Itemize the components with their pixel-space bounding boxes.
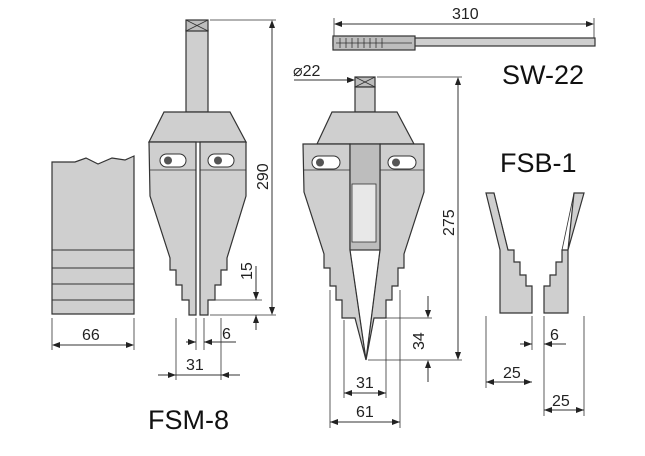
dimension-290-label: 290 — [255, 163, 272, 190]
dimension-31-sw: 31 — [343, 320, 387, 398]
sw-22-title: SW-22 — [502, 60, 584, 90]
dimension-15-label: 15 — [239, 262, 256, 280]
dimension-34: 34 — [386, 296, 432, 382]
dimension-25-left-label: 25 — [503, 365, 521, 382]
fsm-8-tool — [148, 19, 247, 316]
dimension-66: 66 — [51, 318, 135, 350]
dimension-dia22-label: ⌀22 — [293, 63, 321, 80]
dimension-6-fsm-label: 6 — [222, 326, 231, 343]
dimension-61: 61 — [329, 290, 401, 428]
dimension-275-label: 275 — [441, 209, 458, 236]
fsm-8-title: FSM-8 — [148, 405, 229, 435]
dimension-61-label: 61 — [356, 404, 374, 421]
dimension-34-label: 34 — [411, 332, 428, 350]
dimension-31-fsm-label: 31 — [186, 357, 204, 374]
dimension-15: 15 — [208, 262, 262, 330]
dimension-6-fsb-label: 6 — [550, 327, 559, 344]
dimension-31-sw-label: 31 — [356, 375, 374, 392]
dimension-6-fsb: 6 — [520, 316, 566, 350]
dimension-6-fsm: 6 — [186, 318, 236, 350]
dimension-310-label: 310 — [452, 6, 479, 23]
fsb-1-title: FSB-1 — [500, 148, 577, 178]
dimension-25-left: 25 — [485, 316, 532, 388]
dimension-66-label: 66 — [82, 327, 100, 344]
block-profile — [51, 155, 135, 315]
fsb-1-right-blade — [543, 192, 585, 314]
dimension-290: 290 — [210, 19, 276, 316]
sw-22-tool — [302, 35, 596, 361]
dimension-31-fsm: 31 — [158, 318, 240, 380]
dimension-25-right-label: 25 — [552, 393, 570, 410]
dimension-dia22: ⌀22 — [293, 63, 355, 83]
dimension-25-right: 25 — [543, 316, 585, 416]
dimension-310: 310 — [333, 6, 595, 38]
fsb-1-left-blade — [485, 192, 533, 314]
dimension-275: 275 — [368, 76, 462, 361]
